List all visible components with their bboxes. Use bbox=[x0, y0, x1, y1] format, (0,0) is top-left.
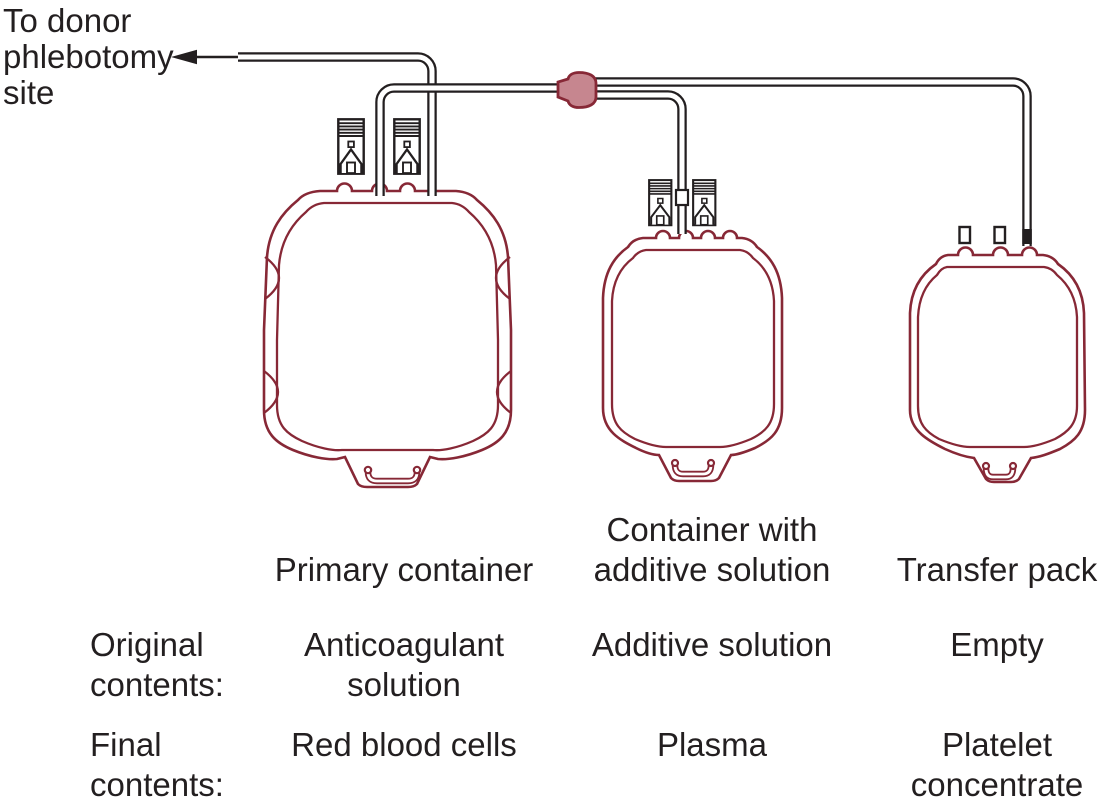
connector-to-additive-tube bbox=[590, 90, 687, 234]
additive-port-spike-left bbox=[648, 179, 673, 227]
additive-loop-eyelet-right bbox=[706, 458, 716, 468]
primary-bag-inner-seam bbox=[275, 201, 500, 452]
additive-original-contents: Additive solution bbox=[592, 626, 832, 663]
primary-loop-eyelet-left bbox=[363, 465, 373, 475]
additive-bag-hang-loop-inner bbox=[673, 464, 713, 476]
additive-loop-eyelet-left bbox=[670, 458, 680, 468]
tubing bbox=[238, 52, 1032, 246]
final-contents-header-line2: contents: bbox=[90, 766, 224, 803]
donor-tube bbox=[238, 52, 437, 196]
additive-bag-outline bbox=[601, 229, 784, 483]
donor-label-line1: To donor bbox=[3, 2, 131, 39]
additive-container-label-line1: Container with bbox=[607, 511, 818, 548]
primary-bag-right-tab-top bbox=[494, 256, 511, 300]
final-contents-header-line1: Final bbox=[90, 726, 162, 763]
ports bbox=[337, 118, 1007, 245]
transfer-final-contents-line1: Platelet bbox=[942, 726, 1052, 763]
primary-loop-eyelet-right bbox=[412, 465, 422, 475]
primary-original-contents-line1: Anticoagulant bbox=[304, 626, 504, 663]
additive-tube-joint bbox=[674, 188, 690, 207]
primary-bag-hang-loop-inner bbox=[366, 471, 419, 483]
primary-original-contents-line2: solution bbox=[347, 666, 461, 703]
transfer-bag-hang-loop-inner bbox=[984, 467, 1015, 479]
transfer-bag bbox=[908, 246, 1087, 484]
transfer-loop-eyelet-right bbox=[1008, 461, 1018, 471]
primary-to-connector-tube bbox=[375, 83, 560, 196]
primary-bag-right-tab-bottom bbox=[495, 370, 512, 414]
left-arrow-icon bbox=[171, 49, 197, 65]
transfer-bag-inner-seam bbox=[916, 265, 1079, 449]
primary-port-spike-left bbox=[337, 118, 365, 175]
additive-bag-inner-seam bbox=[610, 248, 776, 449]
transfer-loop-eyelet-left bbox=[981, 461, 991, 471]
transfer-final-contents-line2: concentrate bbox=[911, 766, 1083, 803]
primary-bag-outline bbox=[262, 182, 513, 489]
primary-container-label: Primary container bbox=[275, 551, 534, 588]
transfer-pack-label: Transfer pack bbox=[897, 551, 1098, 588]
additive-container-label-line2: additive solution bbox=[594, 551, 831, 588]
labels: To donor phlebotomy site Primary contain… bbox=[3, 2, 1098, 803]
primary-bag-left-tab-top bbox=[264, 256, 281, 300]
donor-label-line2: phlebotomy bbox=[3, 38, 174, 75]
transfer-original-contents: Empty bbox=[950, 626, 1044, 663]
transfer-port-stub-right bbox=[993, 225, 1007, 245]
original-contents-header-line2: contents: bbox=[90, 666, 224, 703]
primary-bag-left-tab-bottom bbox=[263, 370, 280, 414]
additive-bag bbox=[601, 229, 784, 483]
donor-arrow bbox=[171, 49, 238, 65]
primary-bag bbox=[262, 182, 513, 489]
original-contents-header-line1: Original bbox=[90, 626, 204, 663]
additive-port-spike-right bbox=[692, 179, 717, 227]
y-connector bbox=[556, 71, 598, 109]
transfer-port-stub-left bbox=[958, 225, 972, 245]
donor-label-line3: site bbox=[3, 74, 54, 111]
primary-port-spike-right bbox=[393, 118, 421, 175]
transfer-tube-seal bbox=[1022, 229, 1032, 244]
primary-final-contents: Red blood cells bbox=[291, 726, 517, 763]
connector-to-transfer-tube bbox=[590, 77, 1032, 246]
transfer-bag-outline bbox=[908, 246, 1087, 484]
additive-final-contents: Plasma bbox=[657, 726, 768, 763]
